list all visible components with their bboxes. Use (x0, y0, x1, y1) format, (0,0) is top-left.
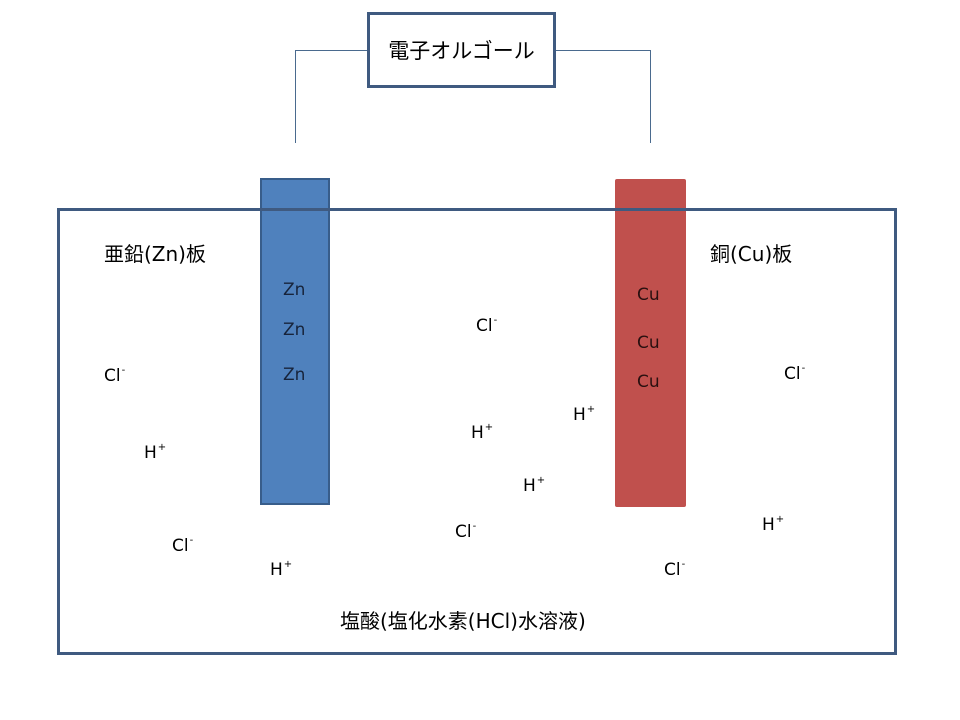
wire-left-vertical (295, 50, 296, 143)
zinc-atom: Zn (283, 365, 306, 385)
zinc-plate-label: 亜鉛(Zn)板 (104, 242, 206, 266)
ion-label: H+ (471, 422, 494, 443)
ion-label: Cl- (172, 535, 194, 556)
music-box-device: 電子オルゴール (367, 12, 556, 88)
wire-left-horizontal (295, 50, 367, 51)
copper-plate-label: 銅(Cu)板 (710, 242, 793, 266)
ion-label: H+ (523, 475, 546, 496)
ion-label: Cl- (104, 365, 126, 386)
ion-label: Cl- (455, 521, 477, 542)
ion-label: H+ (270, 559, 293, 580)
zinc-atom: Zn (283, 320, 306, 340)
solution-label: 塩酸(塩化水素(HCl)水溶液) (340, 609, 586, 633)
ion-label: Cl- (784, 363, 806, 384)
wire-right-horizontal (556, 50, 651, 51)
ion-label: H+ (144, 442, 167, 463)
ion-label: H+ (762, 514, 785, 535)
copper-atom: Cu (637, 285, 660, 305)
copper-atom: Cu (637, 372, 660, 392)
copper-electrode (615, 179, 686, 507)
zinc-electrode (260, 178, 330, 505)
music-box-label: 電子オルゴール (388, 39, 535, 63)
ion-label: Cl- (476, 315, 498, 336)
wire-right-vertical (650, 50, 651, 143)
ion-label: Cl- (664, 559, 686, 580)
zinc-atom: Zn (283, 280, 306, 300)
copper-atom: Cu (637, 333, 660, 353)
ion-label: H+ (573, 404, 596, 425)
